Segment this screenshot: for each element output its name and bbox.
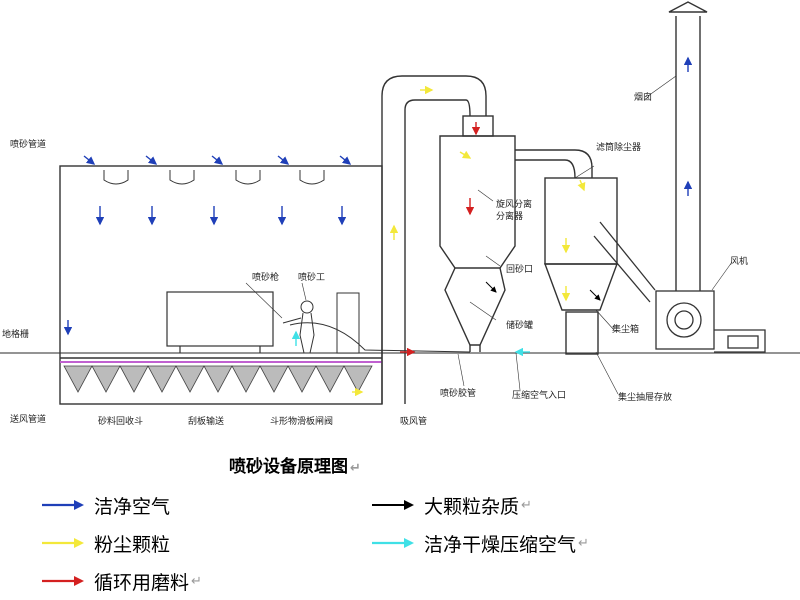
paragraph-mark: ↵ xyxy=(521,497,532,513)
label-cyclone-outlet: 回砂口 xyxy=(506,265,534,275)
leader-lines xyxy=(245,75,733,395)
legend-label: 洁净干燥压缩空气 xyxy=(424,533,577,556)
label-sand-gun: 喷砂枪 xyxy=(252,273,280,283)
legend-item-clean-air: 洁净空气 xyxy=(40,492,170,518)
label-cyclone: 旋风分离 xyxy=(496,200,533,210)
label-sand-pipe: 喷砂胶管 xyxy=(440,389,477,399)
legend-label: 洁净空气 xyxy=(94,495,171,518)
cyan-arrow-icon xyxy=(372,538,414,548)
filter-to-fan-duct xyxy=(593,221,656,303)
workpiece xyxy=(166,291,274,353)
paragraph-mark: ↵ xyxy=(578,535,589,551)
clean-air-arrows xyxy=(63,56,693,336)
abrasive-arrows xyxy=(400,122,481,357)
label-dust-box: 集尘箱 xyxy=(612,325,640,335)
black-arrow-icon xyxy=(372,500,414,510)
paragraph-mark: ↵ xyxy=(350,461,361,476)
label-dust-bin: 集尘抽屉存放 xyxy=(618,393,673,403)
label-cyclone-sub: 分离器 xyxy=(496,212,524,222)
label-belt-conveyor: 刮板输送 xyxy=(188,417,225,427)
label-floor-grille: 地格栅 xyxy=(2,330,30,340)
label-compressed-inlet: 压缩空气入口 xyxy=(512,391,567,401)
label-dust-filter: 滤筒除尘器 xyxy=(596,143,642,153)
label-fan: 风机 xyxy=(730,257,749,267)
dust-filter xyxy=(543,177,619,355)
blue-arrow-icon xyxy=(42,500,84,510)
legend-label: 循环用磨料 xyxy=(94,571,190,594)
label-operator: 喷砂工 xyxy=(298,273,326,283)
legend-label: 大颗粒杂质 xyxy=(424,495,520,518)
cyclone-separator xyxy=(439,115,516,352)
control-cabinet xyxy=(336,292,360,354)
label-air-duct-left: 送风管道 xyxy=(10,415,47,425)
yellow-arrow-icon xyxy=(42,538,84,548)
operator-figure xyxy=(282,300,315,354)
legend-item-dust: 粉尘颗粒 xyxy=(40,530,170,556)
legend-item-compressed-air: 洁净干燥压缩空气↵ xyxy=(370,530,589,556)
red-arrow-icon xyxy=(42,576,84,586)
ceiling-air-inlets xyxy=(103,170,325,185)
label-nozzle-pipe: 喷砂管道 xyxy=(10,140,47,150)
sand-hose xyxy=(289,322,471,353)
recovery-hoppers xyxy=(63,365,373,393)
label-slide-valve: 斗形物滑板闸阀 xyxy=(270,417,334,427)
paragraph-mark: ↵ xyxy=(191,573,202,589)
label-sand-tank: 储砂罐 xyxy=(506,321,534,331)
chimney xyxy=(668,1,708,291)
compressed-air-arrows xyxy=(291,330,530,357)
dust-arrows xyxy=(352,85,586,397)
impurity-arrows xyxy=(485,281,601,301)
label-chimney: 烟囱 xyxy=(634,93,653,103)
rising-duct xyxy=(381,75,487,404)
legend-item-impurity: 大颗粒杂质↵ xyxy=(370,492,532,518)
legend-label: 粉尘颗粒 xyxy=(94,533,171,556)
legend-item-abrasive: 循环用磨料↵ xyxy=(40,568,202,594)
label-hopper-recovery: 砂料回收斗 xyxy=(98,417,144,427)
label-suction-duct: 吸风管 xyxy=(400,417,428,427)
cyclone-to-filter-duct xyxy=(515,149,593,179)
diagram-title: 喷砂设备原理图↵ xyxy=(229,457,361,477)
exhaust-fan xyxy=(655,290,766,353)
